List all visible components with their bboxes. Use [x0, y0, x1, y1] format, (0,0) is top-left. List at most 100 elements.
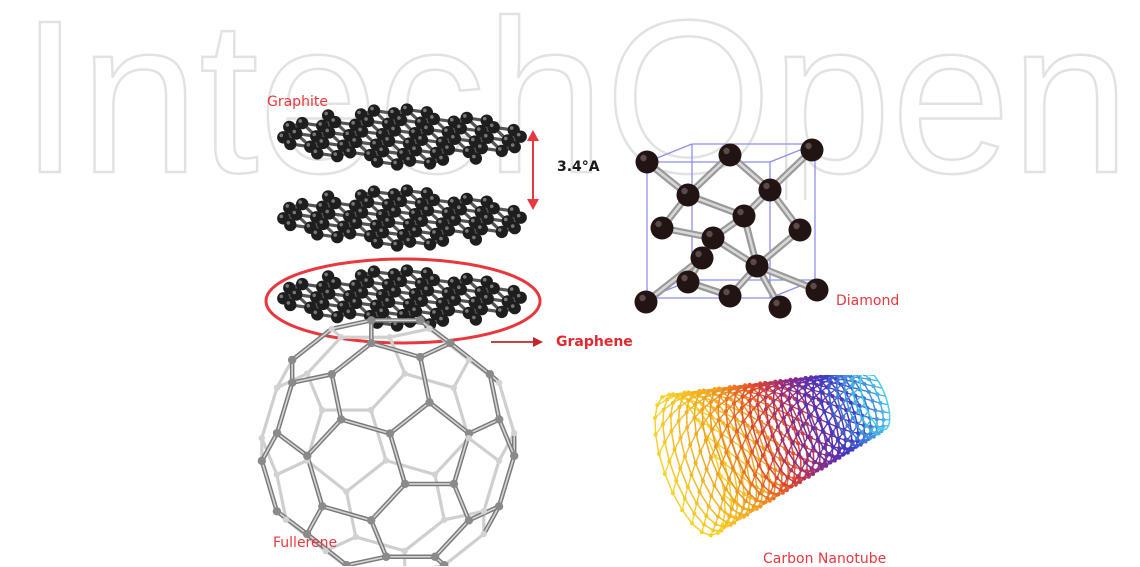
nanotube-atom	[789, 485, 793, 489]
nanotube-atom	[778, 379, 782, 383]
graphene-label: Graphene	[556, 334, 633, 350]
nanotube-atom	[827, 384, 831, 388]
nanotube-atom	[762, 501, 766, 505]
nanotube-atom	[828, 460, 832, 464]
nanotube-atom	[719, 434, 723, 438]
nanotube-atom	[827, 393, 831, 397]
nanotube-atom	[813, 407, 817, 411]
nanotube-atom	[779, 393, 783, 397]
nanotube-atom	[811, 472, 815, 476]
nanotube-atom	[679, 436, 683, 440]
nanotube-atom	[732, 401, 736, 405]
nanotube-atom	[791, 451, 795, 455]
nanotube-atom	[661, 422, 665, 426]
nanotube-atom	[870, 399, 874, 403]
nanotube-atom	[734, 391, 738, 395]
nanotube-atom	[864, 440, 868, 444]
nanotube-atom	[819, 464, 823, 468]
nanotube-atom	[875, 417, 879, 421]
nanotube-atom	[716, 472, 720, 476]
nanotube-atom	[729, 523, 733, 527]
nanotube-atom	[840, 371, 844, 375]
nanotube-atom	[860, 430, 864, 434]
nanotube-atom	[748, 411, 752, 415]
nanotube-atom	[801, 444, 805, 448]
nanotube-atom	[721, 421, 725, 425]
nanotube-atom	[840, 397, 844, 401]
nanotube-atom	[758, 491, 762, 495]
nanotube-atom	[665, 397, 669, 401]
nanotube-atom	[832, 412, 836, 416]
nanotube-atom	[844, 398, 848, 402]
nanotube-atom	[794, 377, 798, 381]
nanotube-atom	[778, 468, 782, 472]
nanotube-atom	[709, 494, 713, 498]
graphite-label: Graphite	[267, 94, 328, 110]
nanotube-atom	[709, 456, 713, 460]
nanotube-atom	[799, 377, 803, 381]
nanotube-atom	[748, 383, 752, 387]
nanotube-atom	[819, 390, 823, 394]
nanotube-atom	[657, 452, 661, 456]
nanotube-atom	[806, 435, 810, 439]
nanotube-atom	[671, 491, 675, 495]
nanotube-atom	[746, 460, 750, 464]
nanotube-atom	[802, 476, 806, 480]
nanotube-atom	[750, 482, 754, 486]
nanotube-atom	[732, 414, 736, 418]
nanotube-atom	[746, 424, 750, 428]
nanotube-atom	[846, 447, 850, 451]
nanotube-atom	[690, 522, 694, 526]
nanotube-atom	[654, 433, 658, 437]
nanotube-atom	[796, 382, 800, 386]
nanotube-atom	[806, 472, 810, 476]
nanotube-atom	[671, 392, 675, 396]
nanotube-atom	[798, 480, 802, 484]
nanotube-atom	[881, 418, 885, 422]
nanotube-atom	[809, 466, 813, 470]
nanotube-atom	[655, 403, 659, 407]
nanotube-atom	[669, 413, 673, 417]
nanotube-atom	[772, 457, 776, 461]
nanotube-atom	[812, 380, 816, 384]
nanotube-atom	[792, 480, 796, 484]
nanotube-atom	[726, 424, 730, 428]
nanotube-atom	[714, 522, 718, 526]
nanotube-atom	[836, 438, 840, 442]
nanotube-atom	[683, 454, 687, 458]
nanotube-atom	[873, 431, 877, 435]
nanotube-atom	[837, 456, 841, 460]
nanotube-atom	[830, 394, 834, 398]
nanotube-atom	[827, 452, 831, 456]
nanotube-atom	[660, 395, 664, 399]
nanotube-atom	[790, 380, 794, 384]
nanotube-atom	[850, 448, 854, 452]
nanotube-atom	[748, 399, 752, 403]
nanotube-atom	[807, 453, 811, 457]
nanotube-atom	[786, 450, 790, 454]
nanotube-atom	[815, 468, 819, 472]
nanotube-atom	[724, 450, 728, 454]
nanotube-atom	[799, 468, 803, 472]
nanotube-atom	[740, 406, 744, 410]
nanotube-atom	[671, 401, 675, 405]
nanotube-atom	[695, 501, 699, 505]
nanotube-atom	[817, 453, 821, 457]
nanotube-atom	[849, 370, 853, 374]
nanotube-atom	[795, 390, 799, 394]
nanotube-atom	[763, 381, 767, 385]
nanotube-atom	[761, 454, 765, 458]
nanotube-atom	[765, 387, 769, 391]
nanotube-atom	[745, 513, 749, 517]
nanotube-atom	[707, 389, 711, 393]
nanotube-atom	[750, 450, 754, 454]
nanotube-atom	[667, 459, 671, 463]
nanotube-atom	[687, 398, 691, 402]
nanotube-atom	[673, 447, 677, 451]
nanotube-atom	[786, 476, 790, 480]
nanotube-atom	[716, 404, 720, 408]
nanotube-atom	[698, 490, 702, 494]
nanotube-atom	[720, 461, 724, 465]
nanotube-atom	[692, 512, 696, 516]
